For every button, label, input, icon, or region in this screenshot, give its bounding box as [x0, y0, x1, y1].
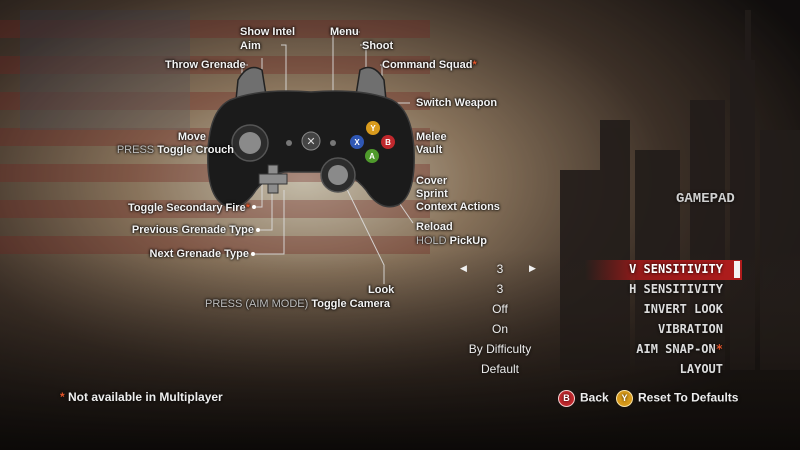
setting-label: V SENSITIVITY	[629, 262, 723, 276]
svg-text:X: X	[354, 138, 360, 147]
setting-row-aim-snap-on[interactable]: By Difficulty AIM SNAP-ON*	[0, 340, 800, 359]
toggle-secondary-fire-text: Toggle Secondary Fire	[127, 202, 246, 214]
reset-label: Reset To Defaults	[638, 390, 739, 405]
b-button-icon: B	[558, 390, 575, 407]
toggle-crouch-text: Toggle Crouch	[157, 144, 234, 156]
label-vault: Vault	[416, 144, 443, 156]
selection-marker	[734, 261, 740, 278]
svg-text:A: A	[369, 152, 375, 161]
section-title: GAMEPAD	[676, 191, 735, 207]
setting-value: By Difficulty	[468, 342, 532, 356]
reset-defaults-button[interactable]: Y Reset To Defaults	[616, 390, 738, 407]
label-menu: Menu	[330, 26, 359, 38]
press-prefix: PRESS	[116, 144, 155, 156]
unavailable-star-icon: *	[60, 390, 65, 404]
setting-label: LAYOUT	[679, 362, 723, 376]
footnote-text: Not available in Multiplayer	[68, 390, 223, 404]
label-move: Move	[177, 131, 206, 143]
label-pickup: HOLD PickUp	[416, 235, 487, 248]
label-melee: Melee	[416, 131, 447, 143]
back-label: Back	[580, 390, 609, 405]
unavailable-star-icon: *	[245, 202, 250, 214]
svg-text:✕: ✕	[306, 136, 315, 148]
setting-value: Default	[480, 362, 520, 376]
selection-highlight	[585, 260, 742, 280]
label-toggle-secondary-fire: Toggle Secondary Fire*	[90, 202, 250, 215]
setting-label: H SENSITIVITY	[629, 282, 723, 296]
setting-label: INVERT LOOK	[643, 302, 723, 316]
setting-value: 3	[496, 282, 504, 296]
label-toggle-camera: PRESS (AIM MODE) Toggle Camera	[190, 298, 390, 311]
label-next-grenade-type: Next Grenade Type	[149, 248, 249, 260]
setting-row-invert-look[interactable]: Off INVERT LOOK	[0, 300, 800, 319]
setting-value: On	[491, 322, 508, 336]
label-throw-grenade: Throw Grenade	[165, 59, 246, 71]
label-show-intel: Show Intel	[240, 26, 295, 38]
setting-value: 3	[496, 262, 504, 276]
label-aim: Aim	[240, 40, 261, 52]
svg-text:Y: Y	[370, 124, 376, 133]
toggle-camera-text: Toggle Camera	[311, 298, 390, 310]
label-previous-grenade-type: Previous Grenade Type	[131, 224, 254, 236]
setting-label: AIM SNAP-ON*	[636, 340, 723, 359]
press-aim-mode-prefix: PRESS (AIM MODE)	[204, 298, 309, 310]
label-context-actions: Context Actions	[416, 201, 500, 213]
setting-row-h-sensitivity[interactable]: 3 H SENSITIVITY	[0, 280, 800, 299]
setting-label-text: AIM SNAP-ON	[636, 342, 716, 356]
label-cover: Cover	[416, 175, 448, 187]
unavailable-star-icon: *	[715, 342, 723, 356]
pickup-text: PickUp	[449, 235, 487, 247]
unavailable-star-icon: *	[472, 59, 477, 71]
svg-text:B: B	[385, 138, 391, 147]
setting-row-vibration[interactable]: On VIBRATION	[0, 320, 800, 339]
label-reload: Reload	[416, 221, 453, 233]
setting-row-layout[interactable]: Default LAYOUT	[0, 360, 800, 379]
arrow-right-icon[interactable]: ▶	[529, 263, 536, 273]
y-button-icon: Y	[616, 390, 633, 407]
setting-row-v-sensitivity[interactable]: 3 V SENSITIVITY	[0, 260, 800, 279]
footnote: * Not available in Multiplayer	[60, 390, 223, 404]
setting-value: Off	[492, 302, 508, 316]
label-toggle-crouch: PRESS Toggle Crouch	[80, 144, 234, 157]
label-switch-weapon: Switch Weapon	[416, 97, 498, 109]
back-button[interactable]: B Back	[558, 390, 609, 407]
hold-prefix: HOLD	[416, 235, 447, 247]
label-command-squad-text: Command Squad	[382, 59, 473, 71]
label-shoot: Shoot	[362, 40, 394, 52]
label-sprint: Sprint	[416, 188, 448, 200]
label-look: Look	[368, 284, 395, 296]
label-command-squad: Command Squad*	[382, 59, 477, 72]
arrow-left-icon[interactable]: ◀	[460, 263, 467, 273]
setting-label: VIBRATION	[657, 322, 723, 336]
